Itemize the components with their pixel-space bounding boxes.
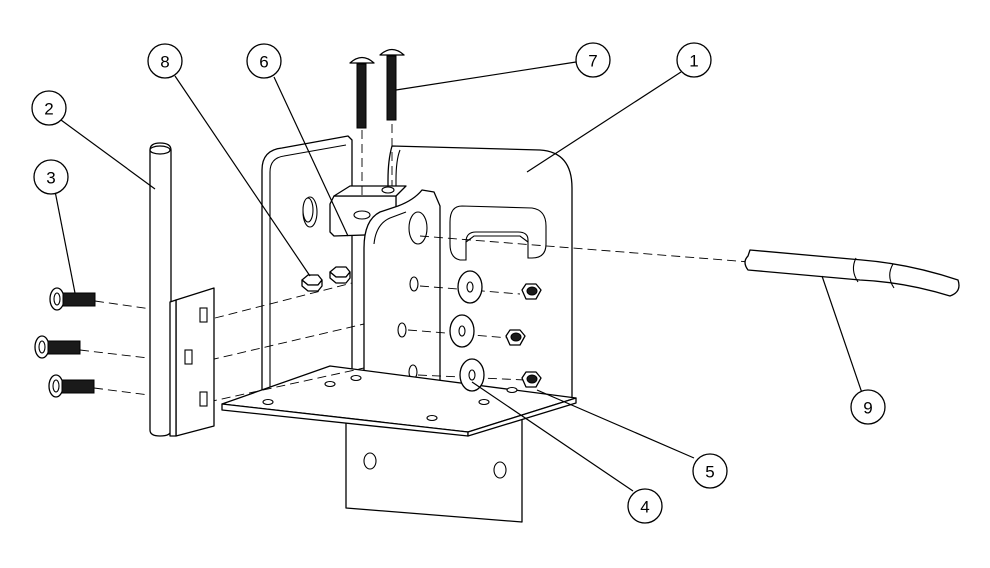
callout-label: 2 xyxy=(44,100,53,119)
bolt xyxy=(349,56,375,129)
carriage-bolts xyxy=(349,48,405,129)
callout-3: 3 xyxy=(33,159,69,195)
bottom-mount-plate xyxy=(345,417,523,523)
assembly-lines xyxy=(79,124,751,403)
washers xyxy=(449,270,485,392)
callout-6: 6 xyxy=(246,43,282,79)
callout-label: 6 xyxy=(259,53,268,72)
screw-set xyxy=(34,287,96,398)
hex-nuts xyxy=(505,283,542,388)
callout-label: 3 xyxy=(46,169,55,188)
callout-4: 4 xyxy=(627,488,663,524)
hex-nut xyxy=(505,329,526,346)
leader-lines xyxy=(54,61,863,492)
hex-nut xyxy=(521,371,542,388)
callout-label: 7 xyxy=(588,52,597,71)
callout-1: 1 xyxy=(676,42,712,78)
callout-7: 7 xyxy=(575,42,611,78)
bolt xyxy=(379,48,405,121)
callout-label: 4 xyxy=(640,498,649,517)
callout-label: 5 xyxy=(705,463,714,482)
handle-rod xyxy=(744,249,960,297)
screw xyxy=(48,374,95,398)
base-plate xyxy=(221,365,577,437)
left-upright-plate xyxy=(261,135,353,394)
callout-5: 5 xyxy=(692,453,728,489)
callout-9: 9 xyxy=(850,389,886,425)
small-nuts xyxy=(301,266,351,292)
callout-label: 8 xyxy=(160,53,169,72)
callout-label: 9 xyxy=(863,399,872,418)
callout-label: 1 xyxy=(689,52,698,71)
screw xyxy=(49,287,96,311)
callout-2: 2 xyxy=(31,90,67,126)
screw xyxy=(34,335,81,359)
hex-nut xyxy=(521,283,542,300)
callout-8: 8 xyxy=(147,43,183,79)
hinge-pin-assembly xyxy=(149,142,215,437)
